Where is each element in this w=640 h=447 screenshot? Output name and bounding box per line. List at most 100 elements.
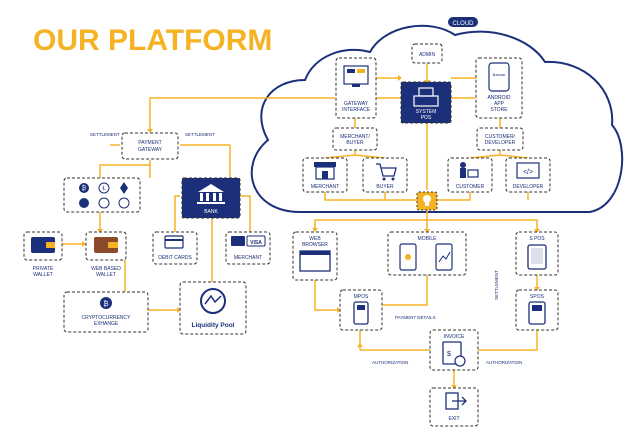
customer-cart-icon xyxy=(460,162,479,178)
node-mpos[interactable]: MPOS xyxy=(339,289,383,331)
shopping-cart-icon xyxy=(376,163,397,181)
node-crypto-coins[interactable]: ₿ Ł xyxy=(63,177,141,213)
node-customer[interactable]: CUSTOMER xyxy=(447,157,493,193)
pos-terminal-icon xyxy=(528,301,546,325)
card-reader-icon xyxy=(353,301,369,325)
page-title: OUR PLATFORM xyxy=(33,24,272,57)
svg-text:Ł: Ł xyxy=(102,186,106,192)
customer-developer-line2: DEVELOPER xyxy=(485,140,516,146)
buyer-label: BUYER xyxy=(376,184,394,190)
authorization-left-label: AUTHORIZATION xyxy=(372,360,408,365)
node-debit-cards[interactable]: DEBIT CARDS xyxy=(152,231,198,265)
card-hand-icon xyxy=(164,235,184,249)
debit-cards-label: DEBIT CARDS xyxy=(158,255,192,261)
merchant-cloud-label: MERCHANT xyxy=(311,184,339,190)
gateway-interface-line2: INTERFACE xyxy=(342,107,371,113)
node-mobile[interactable]: MOBILE xyxy=(387,231,467,276)
merchant-bank-label: MERCHANT xyxy=(234,255,262,261)
node-gateway-interface[interactable]: GATEWAY INTERFACE xyxy=(335,57,377,119)
coin-icon xyxy=(118,197,130,209)
pool-icon xyxy=(200,288,226,314)
node-crypto-exchange[interactable]: ₿ CRYPTOCURRENCY EXHANGE xyxy=(63,291,149,333)
connectors xyxy=(62,63,538,388)
private-wallet-line1: PRIVATE xyxy=(33,266,54,272)
node-buyer[interactable]: BUYER xyxy=(362,157,408,193)
visa-text: VISA xyxy=(250,240,262,246)
node-s-pos[interactable]: S POS xyxy=(515,231,559,276)
crypto-exchange-line1: CRYPTOCURRENCY xyxy=(82,315,132,321)
android-phone-icon xyxy=(399,243,417,271)
app-store-line2: APP xyxy=(494,101,505,107)
merchant-buyer-line1: MERCHANT/ xyxy=(340,134,370,140)
cloud-badge: CLOUD xyxy=(448,17,478,27)
bank-icon xyxy=(197,184,225,204)
payment-gateway-line1: PAYMENT xyxy=(138,140,161,146)
litecoin-icon: Ł xyxy=(98,182,110,194)
node-customer-developer[interactable]: CUSTOMER/ DEVELOPER xyxy=(476,127,524,151)
svg-text:₿: ₿ xyxy=(82,185,87,192)
app-store-line3: STORE xyxy=(490,107,508,113)
crypto-exchange-line2: EXHANGE xyxy=(94,321,119,327)
wallet-icon xyxy=(31,237,55,253)
node-payment-gateway[interactable]: PAYMENT GATEWAY xyxy=(121,132,179,160)
web-wallet-line1: WEB BASED xyxy=(91,266,121,272)
exit-label: EXIT xyxy=(448,416,459,422)
node-web-based-wallet[interactable]: WEB BASED WALLET xyxy=(85,231,127,278)
settlement-vertical-label: SETTLEMENT xyxy=(494,270,499,300)
hub-lightbulb-icon xyxy=(416,191,438,211)
cloud-label: CLOUD xyxy=(452,21,474,27)
monitor-icon xyxy=(343,65,369,87)
node-merchant-bank[interactable]: VISA MERCHANT xyxy=(225,231,271,265)
web-wallet-line2: WALLET xyxy=(96,272,116,278)
private-wallet-line2: WALLET xyxy=(33,272,53,278)
web-browser-line1: WEB xyxy=(309,236,321,242)
payment-details-label: PAYMENT DETAILS xyxy=(395,315,436,320)
svg-text:</>: </> xyxy=(523,169,533,176)
s-pos-label: S POS xyxy=(529,236,545,242)
svg-text:$: $ xyxy=(447,351,451,358)
node-web-browser[interactable]: WEB BROWSER xyxy=(292,231,338,281)
tablet-icon xyxy=(527,244,547,270)
bank-label: BANK xyxy=(204,209,218,215)
exit-icon xyxy=(445,392,467,410)
node-merchant-buyer[interactable]: MERCHANT/ BUYER xyxy=(332,127,378,151)
customer-developer-line1: CUSTOMER/ xyxy=(485,134,516,140)
system-pos-line1: SYSTEM xyxy=(416,109,437,115)
node-liquidity-pool[interactable]: Liquidity Pool xyxy=(179,281,247,335)
node-bank[interactable]: BANK xyxy=(181,177,241,219)
gateway-interface-line1: GATEWAY xyxy=(344,101,369,107)
node-system-pos[interactable]: SYSTEM POS xyxy=(400,81,452,124)
node-private-wallet[interactable]: PRIVATE WALLET xyxy=(23,231,63,278)
node-merchant-cloud[interactable]: MERCHANT xyxy=(302,157,348,193)
svg-text:₿: ₿ xyxy=(103,300,108,308)
node-exit[interactable]: EXIT xyxy=(429,387,479,427)
ethereum-icon xyxy=(120,182,128,194)
bitcoin-icon: ₿ xyxy=(79,183,89,193)
node-spos[interactable]: SPOS xyxy=(515,289,559,331)
app-store-line1: ANDROID xyxy=(487,95,510,101)
system-pos-line2: POS xyxy=(421,115,432,121)
bitcoin-exchange-icon: ₿ xyxy=(100,297,112,309)
mpos-label: MPOS xyxy=(354,294,369,300)
settlement-left-label: SETTLEMENT xyxy=(90,132,120,137)
invoice-clipboard-icon: $ xyxy=(442,341,466,367)
cloud-shape xyxy=(250,24,624,213)
node-android-app-store[interactable]: Bazaar ANDROID APP STORE xyxy=(475,57,523,119)
code-window-icon: </> xyxy=(516,162,540,179)
web-browser-line2: BROWSER xyxy=(302,242,328,248)
cash-register-icon xyxy=(413,87,439,107)
invoice-label: INVOICE xyxy=(444,334,465,340)
node-developer[interactable]: </> DEVELOPER xyxy=(505,157,551,193)
node-invoice[interactable]: INVOICE $ xyxy=(429,329,479,371)
ripple-coin-icon xyxy=(98,197,110,209)
shop-icon xyxy=(314,162,336,180)
mobile-label: MOBILE xyxy=(418,236,438,242)
node-admin[interactable]: ADMIN xyxy=(411,43,443,64)
admin-label: ADMIN xyxy=(419,52,436,58)
developer-label: DEVELOPER xyxy=(513,184,544,190)
brown-wallet-icon xyxy=(94,237,118,253)
phone-icon: Bazaar xyxy=(488,62,510,92)
authorization-right-label: AUTHORIZATION xyxy=(486,360,522,365)
settlement-right-label: SETTLEMENT xyxy=(185,132,215,137)
